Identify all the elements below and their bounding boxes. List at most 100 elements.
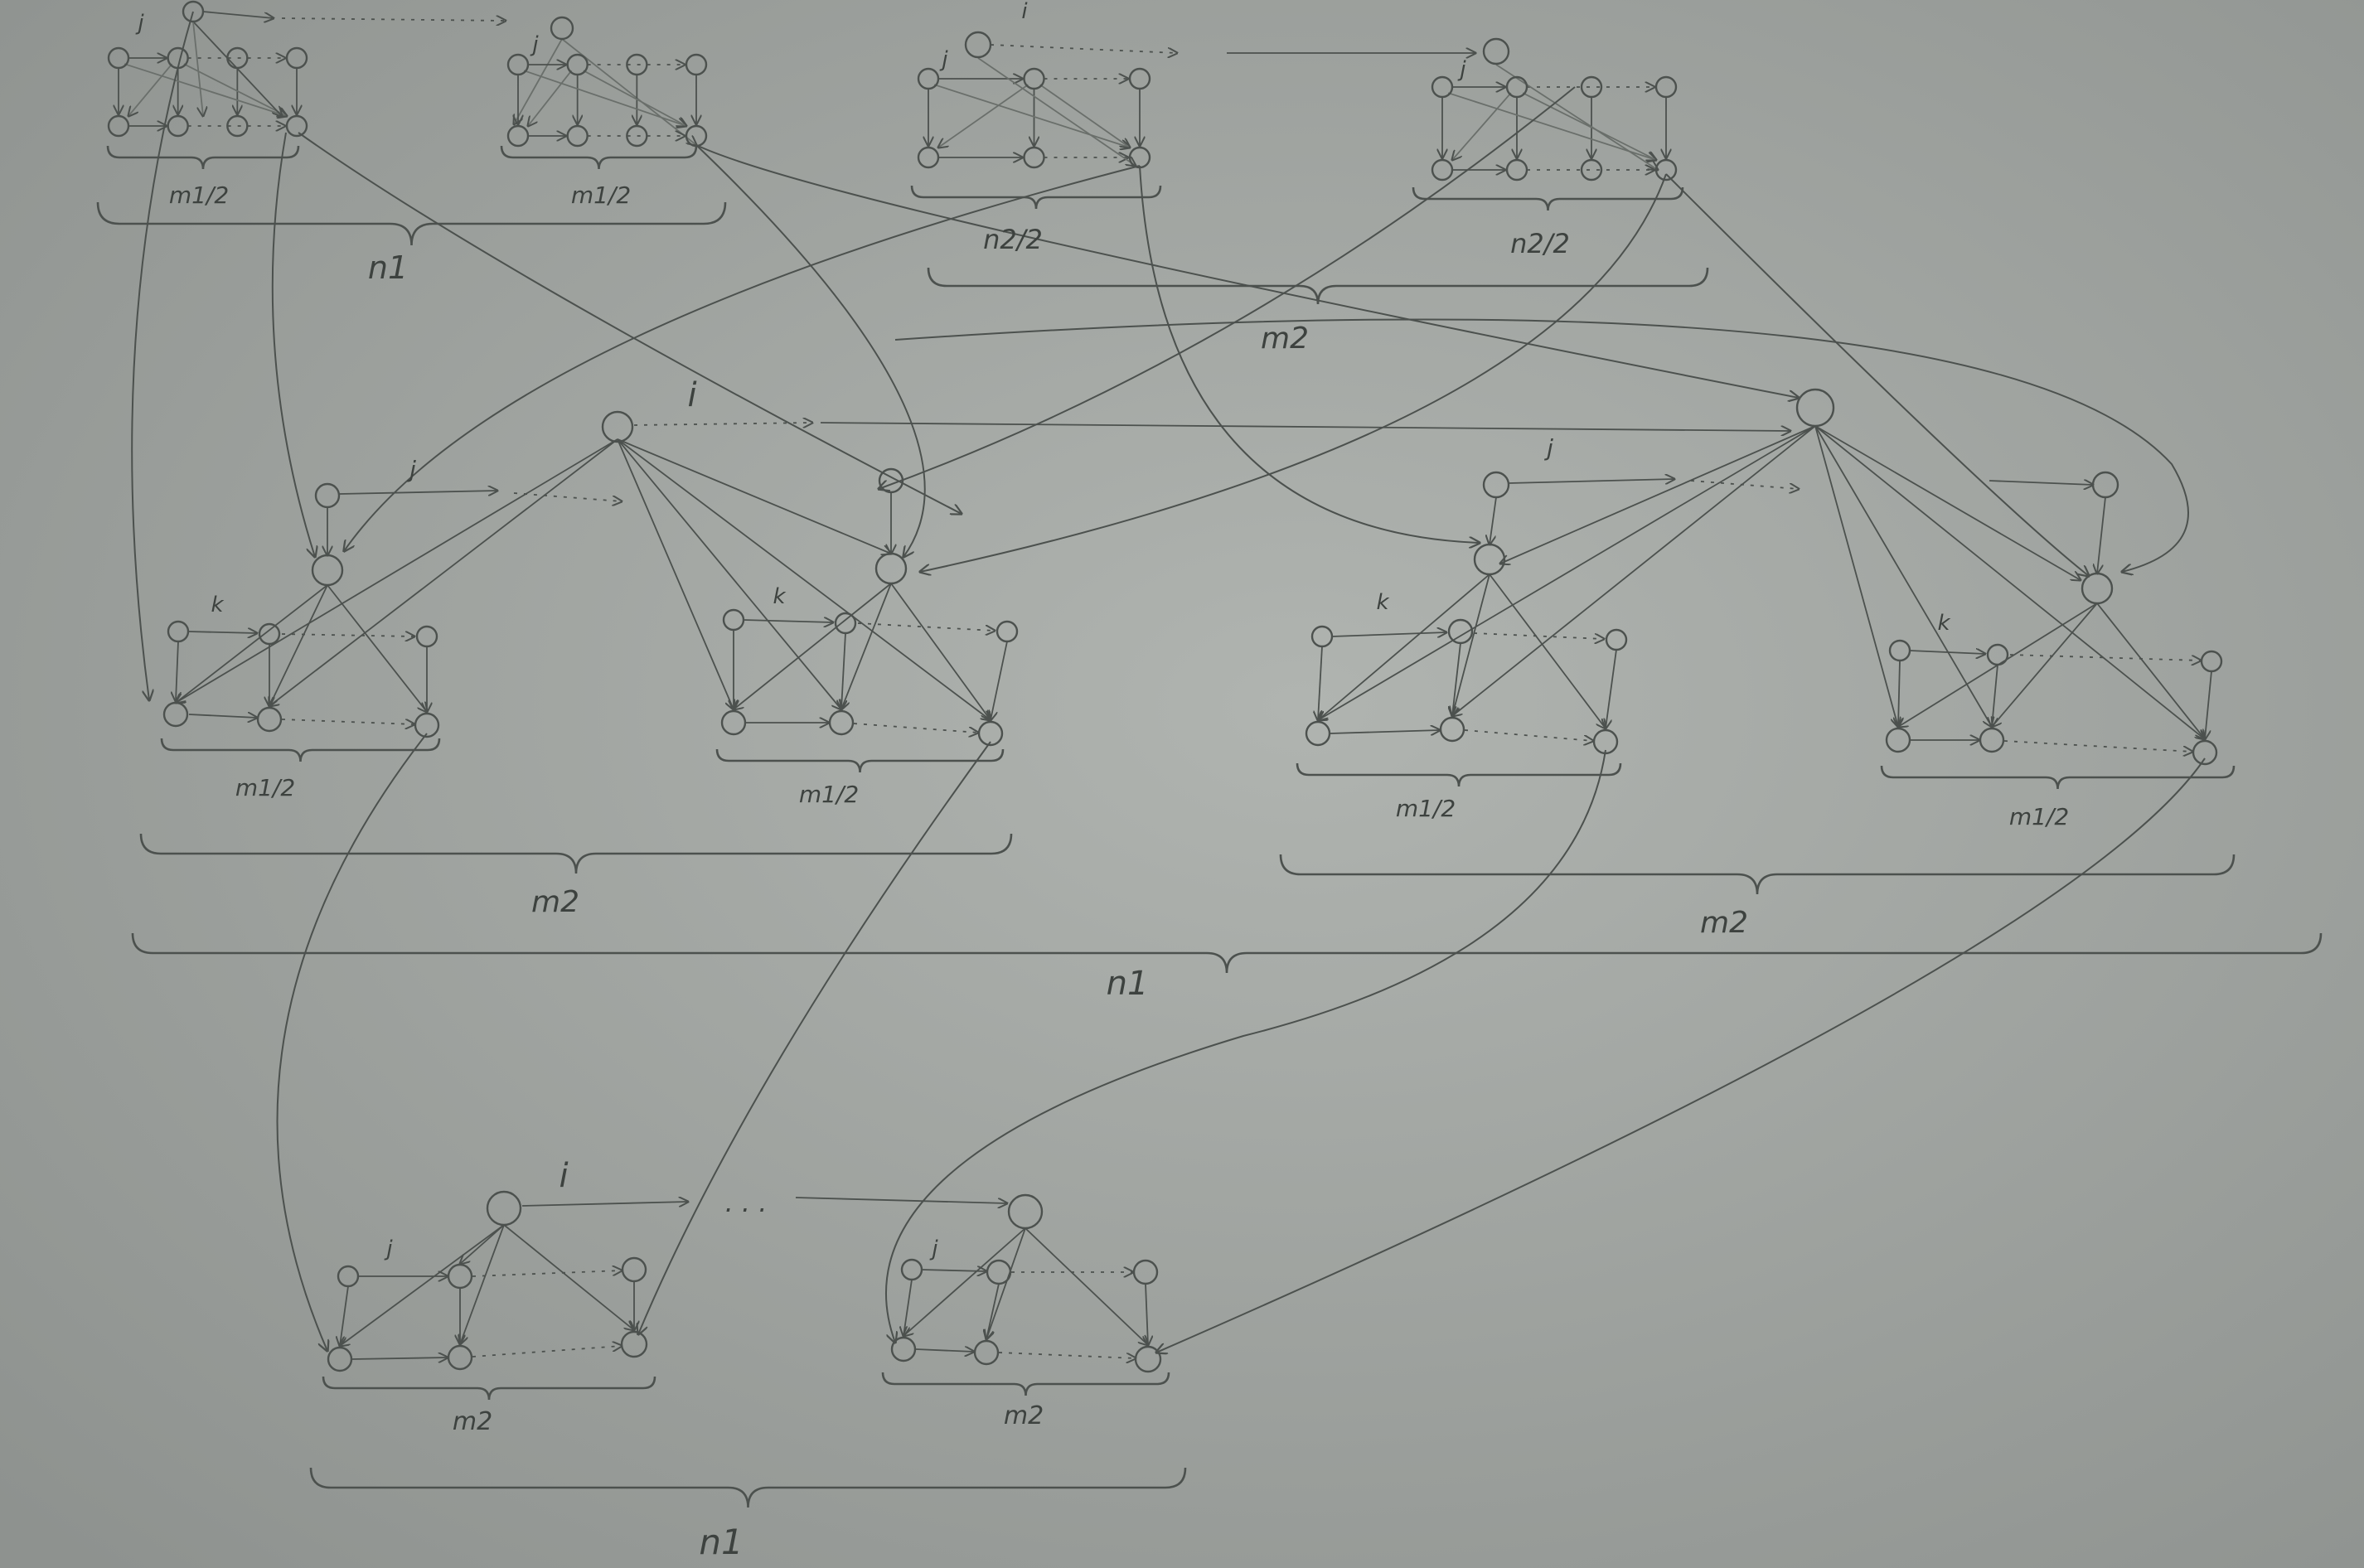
top-row-node (447, 1263, 473, 1290)
bottom-node (890, 1336, 917, 1362)
long-edge (344, 165, 1141, 551)
m2-brace-top (927, 267, 1709, 305)
bottom-row-node (685, 124, 708, 148)
top-row-node (1128, 67, 1151, 90)
k-row-node (995, 620, 1019, 643)
cluster-arrow (1814, 425, 2081, 580)
bottom-row-node (285, 114, 308, 138)
node-layer (107, 0, 2223, 1373)
long-edge (894, 318, 2189, 572)
cluster-arrow (841, 583, 892, 709)
cluster-arrow (617, 438, 734, 709)
k-row-dots (2009, 654, 2201, 661)
cluster-arrow (841, 632, 845, 709)
n2-half-brace (910, 185, 1162, 210)
cluster-arrow (1500, 425, 1816, 564)
long-edge (695, 144, 1799, 398)
top-row-node (167, 46, 189, 70)
apex-arrow (202, 11, 274, 18)
top-row-node (900, 1258, 923, 1281)
top-row-node (986, 1259, 1012, 1285)
index-label-k: k (773, 584, 786, 609)
apex-node (182, 0, 205, 23)
k-row-node (1310, 625, 1334, 648)
top-row-node (917, 67, 940, 90)
sub-hub-node (878, 467, 904, 494)
k-row-node (1447, 618, 1474, 645)
hub-arrow (795, 1197, 1007, 1203)
long-edge (885, 749, 1606, 1343)
m1-half-brace (715, 748, 1005, 773)
cluster-arrow (340, 1285, 349, 1346)
m2-brace-mid-left (139, 833, 1013, 874)
k-row-node (834, 612, 857, 635)
row-arrow (921, 1270, 986, 1271)
fraction-label: m1/2 (169, 181, 229, 209)
cluster-arrow (1898, 660, 1900, 727)
k-row-node (415, 625, 438, 648)
mid-node (1473, 543, 1506, 576)
cluster-arrow (1490, 496, 1497, 544)
cluster-arrow (1814, 425, 1992, 727)
edge-layer (119, 11, 2212, 1359)
bottom-row-dots (853, 723, 978, 733)
index-label-j: j (929, 1236, 938, 1261)
k-row-node (167, 620, 190, 643)
bottom-row-node (566, 124, 589, 148)
cluster-arrow (1452, 642, 1461, 716)
index-label-k: k (211, 593, 224, 617)
bottom-row-node (626, 124, 648, 148)
k-row-dots (1473, 632, 1604, 639)
m1-half-brace (500, 145, 698, 170)
bottom-node (1592, 728, 1619, 755)
bottom-node (1979, 727, 2005, 753)
index-label-k: k (1376, 590, 1389, 615)
cluster-arrow (1814, 425, 1898, 727)
long-edge (695, 144, 926, 557)
bottom-row-dots (281, 719, 414, 724)
n1-label: n1 (368, 249, 408, 286)
cluster-arrow (617, 438, 991, 720)
index-label-j: j (384, 1236, 393, 1261)
n1-label: n1 (699, 1522, 743, 1562)
bottom-row-arrow (915, 1349, 974, 1352)
m2-label: m2 (1004, 1401, 1044, 1430)
apex-node (1482, 37, 1510, 65)
long-edge (638, 741, 991, 1334)
cluster-arrow (269, 584, 328, 706)
m2-label: m2 (1261, 322, 1309, 356)
cluster-arrow (1025, 1227, 1148, 1345)
bottom-row-arrow (351, 1357, 448, 1359)
cluster-arrow (327, 584, 427, 712)
cluster-arrow (1489, 573, 1606, 728)
hub-node (486, 1190, 522, 1227)
bottom-row-dots (2003, 740, 2192, 752)
bottom-row-dots (1464, 729, 1593, 741)
diagonal-arrow (583, 70, 686, 126)
bottom-node (620, 1330, 648, 1358)
brace-layer (96, 145, 2323, 1508)
bottom-node (327, 1346, 353, 1372)
dots-label: . . . (725, 1187, 768, 1218)
cluster-arrow (890, 583, 991, 720)
diagonal-arrow (183, 63, 287, 116)
long-edge (131, 11, 194, 700)
top-row-node (337, 1265, 360, 1288)
k-row-node (258, 622, 281, 646)
bottom-node (162, 701, 189, 728)
cluster-arrow (176, 584, 328, 703)
m1-half-brace (1296, 762, 1622, 787)
apex-diagonal (514, 38, 563, 124)
long-edge (271, 132, 315, 557)
bottom-node (973, 1339, 1000, 1366)
top-row-node (626, 53, 648, 76)
bottom-node (414, 712, 440, 738)
index-label-j: j (1457, 57, 1466, 82)
k-row-node (1986, 643, 2009, 666)
cluster-arrow (734, 583, 892, 709)
diagonal-arrow (528, 70, 573, 126)
cluster-arrow (1318, 573, 1490, 720)
n1-label: n1 (1107, 965, 1149, 1003)
